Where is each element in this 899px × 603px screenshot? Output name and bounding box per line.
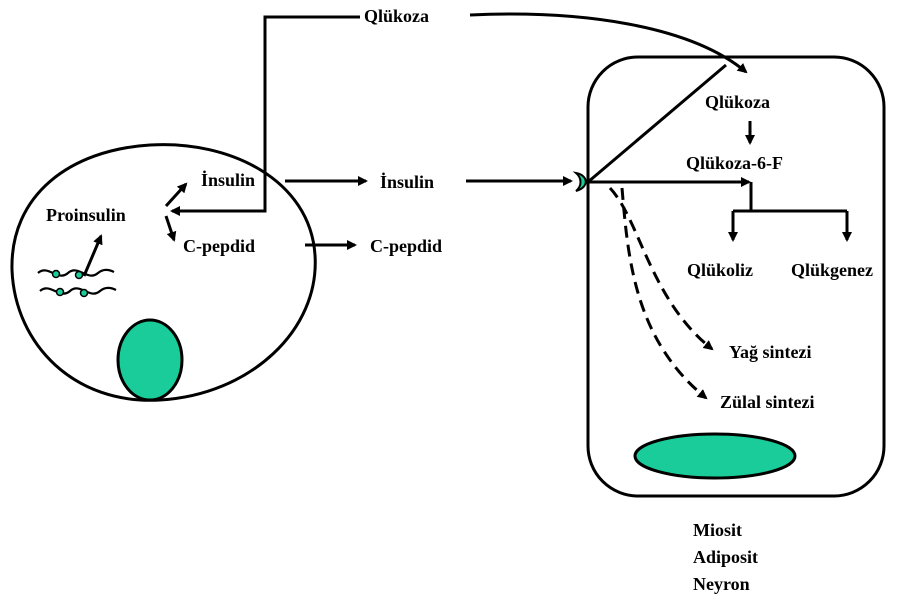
target-cell-nucleus (633, 432, 797, 480)
glycogenesis-label: Qlükgenez (791, 260, 873, 280)
proinsulin-to-cpeptide-arrow (164, 215, 177, 242)
target-cell (586, 55, 886, 498)
proinsulin-label: Proinsulin (46, 205, 126, 225)
target-cell-type-adipocyte: Adiposit (693, 547, 758, 567)
cpeptide-outer-label: C-pepdid (370, 236, 442, 256)
fat-synthesis-label: Yağ sintezi (729, 342, 812, 362)
protein-synthesis-label: Zülal sintezi (720, 392, 815, 412)
glucose-top-label: Qlükoza (364, 6, 429, 26)
glycolysis-label: Qlükoliz (687, 260, 753, 280)
insulin-receptor-icon (572, 171, 587, 192)
glucose-to-target-cell-arrow (469, 12, 748, 74)
receptor-to-glucose-transport-line (587, 63, 727, 184)
to-protein-synthesis-dashed-arrow (620, 187, 708, 400)
mrna-to-proinsulin-arrow (82, 234, 103, 277)
glucose6p-label: Qlükoza-6-F (686, 153, 783, 173)
insulin-inner-label: İnsulin (201, 170, 255, 190)
target-cell-type-myocyte: Miosit (693, 520, 742, 540)
beta-cell (10, 143, 317, 402)
to-fat-synthesis-dashed-arrow (608, 186, 714, 351)
ribosome-dots (51, 269, 89, 298)
insulin-outer-label: İnsulin (380, 172, 434, 192)
cpeptide-inner-label: C-pepdid (183, 236, 255, 256)
beta-cell-nucleus (116, 318, 184, 402)
proinsulin-to-insulin-arrow (164, 182, 188, 208)
glucose-to-beta-cell-arrow (170, 15, 360, 216)
target-cell-type-neuron: Neyron (693, 574, 750, 594)
glucose-cell-label: Qlükoza (705, 92, 770, 112)
